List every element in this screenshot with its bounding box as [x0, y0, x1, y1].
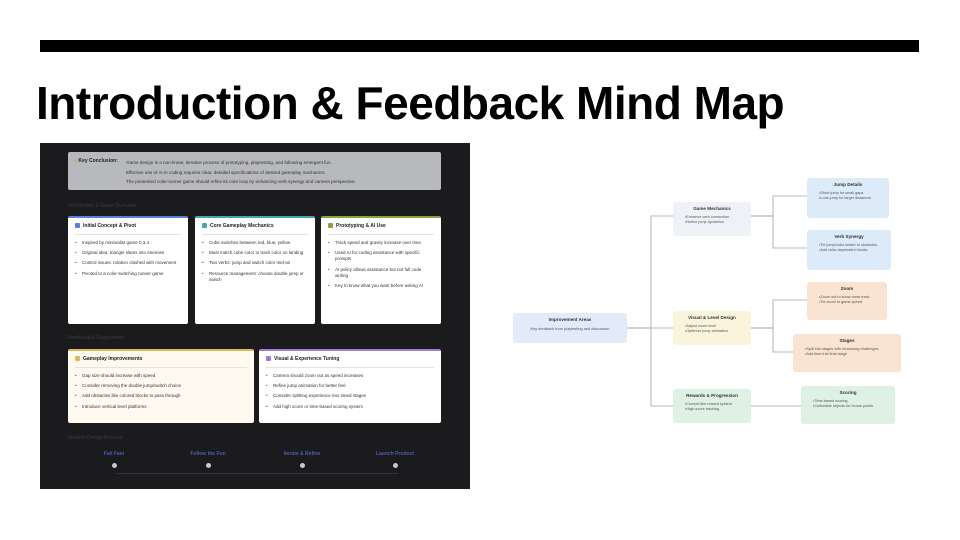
slide-title: Introduction & Feedback Mind Map — [36, 77, 785, 129]
card-title: Gameplay Improvements — [83, 356, 143, 362]
conclusion-line: Game design is a non-linear, iterative p… — [126, 160, 332, 165]
list-item: Consider removing the double jump/switch… — [75, 383, 247, 389]
list-item: Two verbs: jump and switch color mid-air — [202, 260, 308, 266]
list-item: Add high score or time-based scoring sys… — [266, 404, 434, 410]
connector — [627, 327, 673, 407]
flask-icon — [328, 223, 333, 229]
list-item: Inspired by minimalist game 0,3,4 — [75, 240, 181, 246]
node-stages: Stages Split into stages with increasing… — [793, 334, 901, 372]
connector — [627, 215, 673, 329]
node-visual-level-design: Visual & Level Design Adjust zoom level … — [673, 311, 751, 345]
mind-map-connectors — [627, 195, 807, 407]
lightbulb-icon — [75, 223, 80, 229]
section-heading: Feedback & Suggestions — [68, 335, 124, 341]
node-verb-synergy: Verb Synergy Tie jump/color switch to ob… — [807, 230, 891, 270]
list-item: Add obstacles like colored blocks to pas… — [75, 393, 247, 399]
key-conclusion-box: ● Key Conclusion: Game design is a non-l… — [68, 152, 441, 190]
card-title: Visual & Experience Tuning — [274, 356, 340, 362]
mind-map: Improvement Areas Key feedback from play… — [505, 170, 915, 440]
lightbulb-icon: ● — [74, 158, 78, 164]
list-item: Original idea: triangle slams into enemi… — [75, 250, 181, 256]
list-item: Refine jump animation for better feel — [266, 383, 434, 389]
list-item: Pivoted to a color-switching runner game — [75, 271, 181, 277]
list-item: Track speed and gravity increase over ti… — [328, 240, 434, 246]
list-item: Key to know what you want before asking … — [328, 283, 434, 289]
conclusion-line: The presented color-runner game should r… — [126, 179, 356, 184]
timeline-step: Fail Fast — [74, 451, 154, 468]
connector — [751, 327, 793, 353]
card-initial-concept: Initial Concept & Pivot Inspired by mini… — [68, 216, 188, 324]
timeline-step: Launch Product — [355, 451, 435, 468]
timeline-dot — [299, 463, 305, 468]
card-title: Prototyping & AI Use — [336, 223, 386, 229]
conclusion-line: Effective use of AI in coding requires c… — [126, 169, 326, 175]
list-item: Control issues: rotation clashed with mo… — [75, 260, 181, 266]
card-title: Core Gameplay Mechanics — [210, 223, 274, 229]
list-item: Used AI for coding assistance with speci… — [328, 250, 434, 262]
timeline-axis — [116, 473, 398, 474]
list-item: Must match cube color to track color on … — [202, 250, 308, 256]
eye-icon — [266, 356, 271, 362]
connector — [751, 299, 807, 329]
node-jump-details: Jump Details Short jump for small gaps L… — [807, 178, 889, 218]
timeline-dot — [111, 463, 117, 468]
process-timeline: Fail Fast Follow the Fun Iterate & Refin… — [68, 451, 441, 481]
title-rule — [40, 40, 919, 52]
node-scoring: Scoring Time-based scoring Collectible o… — [801, 386, 895, 424]
timeline-step: Iterate & Refine — [262, 451, 342, 468]
card-gameplay-improvements: Gameplay Improvements Gap size should in… — [68, 349, 254, 423]
list-item: Camera should zoom out as speed increase… — [266, 373, 434, 379]
summary-screenshot: ● Key Conclusion: Game design is a non-l… — [40, 143, 470, 489]
section-heading: Introduction & Game Overview — [68, 203, 137, 209]
timeline-dot — [205, 463, 211, 468]
key-conclusion-label: ● Key Conclusion: — [74, 158, 118, 164]
gamepad-icon — [202, 223, 207, 229]
node-root: Improvement Areas Key feedback from play… — [513, 313, 627, 343]
timeline-step: Follow the Fun — [168, 451, 248, 468]
grid-icon — [75, 356, 80, 362]
list-item: Consider splitting experience into timed… — [266, 393, 434, 399]
list-item: Introduce vertical level platforms — [75, 404, 247, 410]
node-game-mechanics: Game Mechanics Enhance verb connection R… — [673, 202, 751, 236]
list-item: Cube switches between red, blue, yellow — [202, 240, 308, 246]
list-item: AI policy allows assistance but not full… — [328, 267, 434, 279]
card-prototyping-ai: Prototyping & AI Use Track speed and gra… — [321, 216, 441, 324]
card-core-mechanics: Core Gameplay Mechanics Cube switches be… — [195, 216, 315, 324]
section-heading: Iterative Design Process — [68, 435, 123, 441]
timeline-dot — [392, 463, 398, 468]
connector — [751, 215, 807, 249]
card-visual-tuning: Visual & Experience Tuning Camera should… — [259, 349, 441, 423]
list-item: Gap size should increase with speed — [75, 373, 247, 379]
node-rewards-progression: Rewards & Progression Compel like reward… — [673, 389, 751, 423]
card-title: Initial Concept & Pivot — [83, 223, 137, 229]
list-item: Resource management: choose double jump … — [202, 271, 308, 283]
connector — [751, 195, 807, 217]
node-zoom: Zoom Zoom out to show more track Tie zoo… — [807, 282, 887, 320]
